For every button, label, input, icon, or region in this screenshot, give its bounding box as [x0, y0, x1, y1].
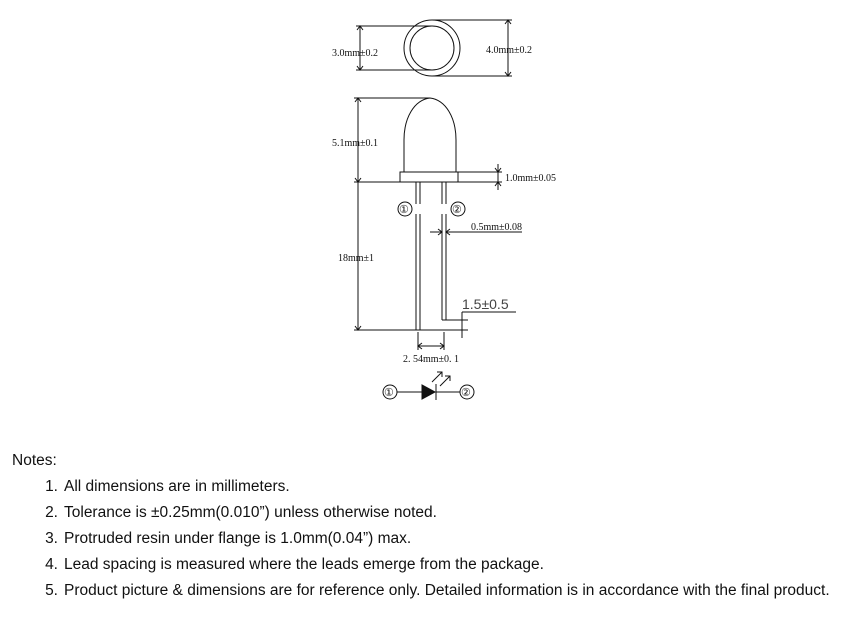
pin1-label: ①	[399, 204, 409, 216]
schematic-pin2-label: ②	[461, 387, 471, 399]
top-view-outer-circle	[403, 19, 461, 77]
inner-diameter-label: 3.0mm±0.2	[332, 48, 378, 59]
pin1-marker	[397, 201, 413, 217]
led-dimension-drawing: 3.0mm±0.2 4.0mm±0.2 5.1mm±0.1 1.0mm±0.05…	[332, 19, 556, 400]
note-text: All dimensions are in millimeters.	[64, 478, 290, 495]
note-item: 5. Product picture & dimensions are for …	[12, 578, 842, 604]
note-number: 5.	[45, 582, 58, 599]
note-number: 1.	[45, 478, 58, 495]
notes-section: Notes: 1. All dimensions are in millimet…	[12, 448, 842, 604]
top-view-inner-circle	[409, 25, 455, 71]
pin2-marker	[450, 201, 466, 217]
note-item: 2. Tolerance is ±0.25mm(0.010”) unless o…	[12, 500, 842, 526]
lead-spacing-label: 2. 54mm±0. 1	[403, 354, 459, 365]
diode-schematic-symbol	[382, 371, 475, 400]
note-item: 4. Lead spacing is measured where the le…	[12, 552, 842, 578]
body-height-label: 5.1mm±0.1	[332, 138, 378, 149]
lead-offset-label: 1.5±0.5	[462, 296, 509, 312]
note-text: Tolerance is ±0.25mm(0.010”) unless othe…	[64, 504, 437, 521]
inner-diameter-dim-lines	[356, 25, 432, 71]
flange-thickness-label: 1.0mm±0.05	[505, 173, 556, 184]
notes-title: Notes:	[12, 452, 57, 469]
note-number: 2.	[45, 504, 58, 521]
note-number: 3.	[45, 530, 58, 547]
leads-upper	[415, 182, 447, 204]
outer-diameter-dim-lines	[432, 19, 512, 77]
notes-list: 1. All dimensions are in millimeters. 2.…	[12, 474, 842, 604]
note-text: Protruded resin under flange is 1.0mm(0.…	[64, 530, 412, 547]
lead-spacing-dim-lines	[417, 332, 445, 350]
flange-thickness-dim-lines	[458, 164, 502, 190]
lead-offset-dim-lines	[420, 311, 516, 338]
note-text: Lead spacing is measured where the leads…	[64, 556, 544, 573]
outer-diameter-label: 4.0mm±0.2	[486, 45, 532, 56]
note-item: 1. All dimensions are in millimeters.	[12, 474, 842, 500]
lead-length-label: 18mm±1	[338, 253, 374, 264]
led-body-dome	[403, 97, 457, 173]
body-height-dim-lines	[354, 97, 430, 183]
led-flange	[399, 171, 459, 183]
lead-width-dim-lines	[430, 228, 522, 236]
schematic-pin1-label: ①	[384, 387, 394, 399]
note-number: 4.	[45, 556, 58, 573]
note-item: 3. Protruded resin under flange is 1.0mm…	[12, 526, 842, 552]
pin2-label: ②	[452, 204, 462, 216]
lead-width-label: 0.5mm±0.08	[471, 222, 522, 233]
note-text: Product picture & dimensions are for ref…	[64, 582, 830, 599]
lead-length-dim-lines	[354, 182, 416, 331]
